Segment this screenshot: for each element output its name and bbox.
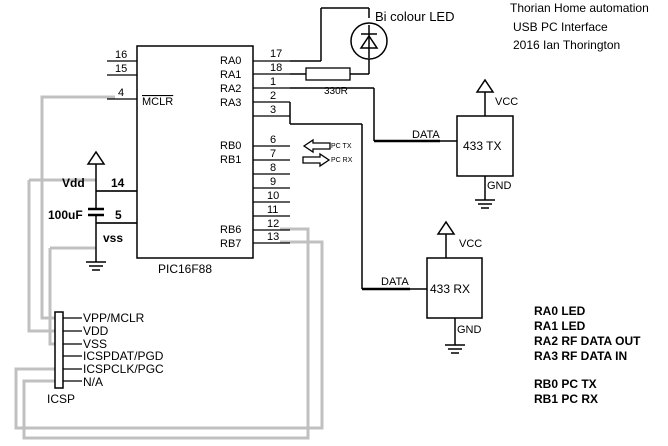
pin-mclr-label: MCLR (142, 96, 173, 108)
note-ra1: RA1 LED (534, 319, 586, 333)
note-rb1: RB1 PC RX (534, 392, 598, 406)
icsp-pin-vdd: VDD (83, 324, 109, 338)
rx-data-wire (289, 102, 427, 291)
rx-gnd-label: GND (457, 324, 482, 336)
resistor-symbol (305, 67, 351, 81)
pin-7-number: 7 (270, 148, 276, 160)
vdd-label: Vdd (62, 176, 85, 190)
pc-rx-label: PC RX (331, 157, 353, 164)
chip-part-label: PIC16F88 (158, 262, 212, 276)
note-ra2: RA2 RF DATA OUT (534, 334, 641, 348)
title-line-3: 2016 Ian Thorington (513, 38, 620, 52)
pin-5-number: 5 (115, 208, 122, 222)
tx-vcc-symbol (475, 78, 495, 200)
title-line-2: USB PC Interface (513, 20, 608, 34)
tx-ground-symbol (475, 199, 495, 209)
pic-chip-body (136, 45, 254, 259)
icsp-pin-vpp: VPP/MCLR (83, 311, 145, 325)
pin-rb1-label: RB1 (220, 154, 241, 166)
pin-16-number: 16 (115, 49, 127, 61)
tx-module-box (456, 115, 514, 177)
icsp-header (54, 311, 82, 389)
pc-tx-arrow-icon (302, 138, 331, 154)
pin-9-number: 9 (270, 176, 276, 188)
note-rb0: RB0 PC TX (534, 377, 597, 391)
resistor-label: 330R (324, 86, 348, 97)
pin-1-number: 1 (270, 76, 276, 88)
pin-2-number: 2 (270, 90, 276, 102)
rx-vcc-label: VCC (459, 238, 482, 250)
capacitor-symbol (88, 207, 137, 262)
title-block: Thorian Home automation USB PC Interface… (510, 1, 649, 52)
icsp-title: ICSP (47, 392, 75, 406)
capacitor-label: 100uF (48, 208, 83, 222)
icsp-wiring (14, 95, 324, 440)
pin-6-number: 6 (270, 134, 276, 146)
pin-3-number: 3 (270, 104, 276, 116)
led-circuit (290, 7, 388, 75)
led-label: Bi colour LED (375, 9, 454, 24)
vdd-power-symbol (86, 150, 137, 208)
pin-12-number: 12 (267, 218, 279, 230)
tx-gnd-label: GND (487, 180, 512, 192)
pin-notes: RA0 LED RA1 LED RA2 RF DATA OUT RA3 RF D… (534, 304, 641, 406)
pin-ra3-label: RA3 (220, 97, 241, 109)
icsp-pin-pgc: ICSPCLK/PGC (83, 362, 164, 376)
title-line-1: Thorian Home automation (510, 1, 649, 15)
pin-14-number: 14 (111, 176, 125, 190)
tx-data-wire (290, 87, 457, 143)
tx-module-label: 433 TX (463, 139, 501, 153)
pin-ra0-label: RA0 (220, 55, 241, 67)
pin-ra2-label: RA2 (220, 83, 241, 95)
pin-10-number: 10 (267, 190, 279, 202)
pin-rb0-label: RB0 (220, 140, 241, 152)
pc-rx-arrow-icon (302, 152, 331, 168)
pin-13-number: 13 (267, 231, 279, 243)
pin-8-number: 8 (270, 162, 276, 174)
icsp-pin-pgd: ICSPDAT/PGD (83, 349, 164, 363)
pc-tx-label: PC TX (331, 143, 352, 150)
pin-15-number: 15 (115, 63, 127, 75)
icsp-pin-na: N/A (83, 375, 103, 389)
chip-right-pins (253, 60, 290, 244)
chip-left-pins (96, 60, 137, 224)
rx-module-box (426, 257, 483, 319)
rx-ground-symbol (445, 344, 465, 354)
note-ra0: RA0 LED (534, 304, 586, 318)
pin-11-number: 11 (267, 204, 278, 216)
icsp-pin-vss: VSS (83, 337, 107, 351)
rx-module-label: 433 RX (430, 282, 470, 296)
pin-18-number: 18 (270, 62, 282, 74)
pin-17-number: 17 (270, 48, 282, 60)
pin-rb7-label: RB7 (220, 238, 241, 250)
tx-vcc-label: VCC (495, 96, 518, 108)
led-diode-icon (359, 25, 379, 58)
rx-vcc-symbol (436, 220, 456, 345)
tx-data-label: DATA (412, 129, 440, 141)
rx-data-label: DATA (381, 276, 409, 288)
vss-label: vss (103, 231, 123, 245)
pin-4-number: 4 (118, 87, 124, 99)
note-ra3: RA3 RF DATA IN (534, 349, 627, 363)
pin-rb6-label: RB6 (220, 224, 241, 236)
pin-ra1-label: RA1 (220, 69, 241, 81)
ground-symbol-chip (86, 261, 106, 271)
